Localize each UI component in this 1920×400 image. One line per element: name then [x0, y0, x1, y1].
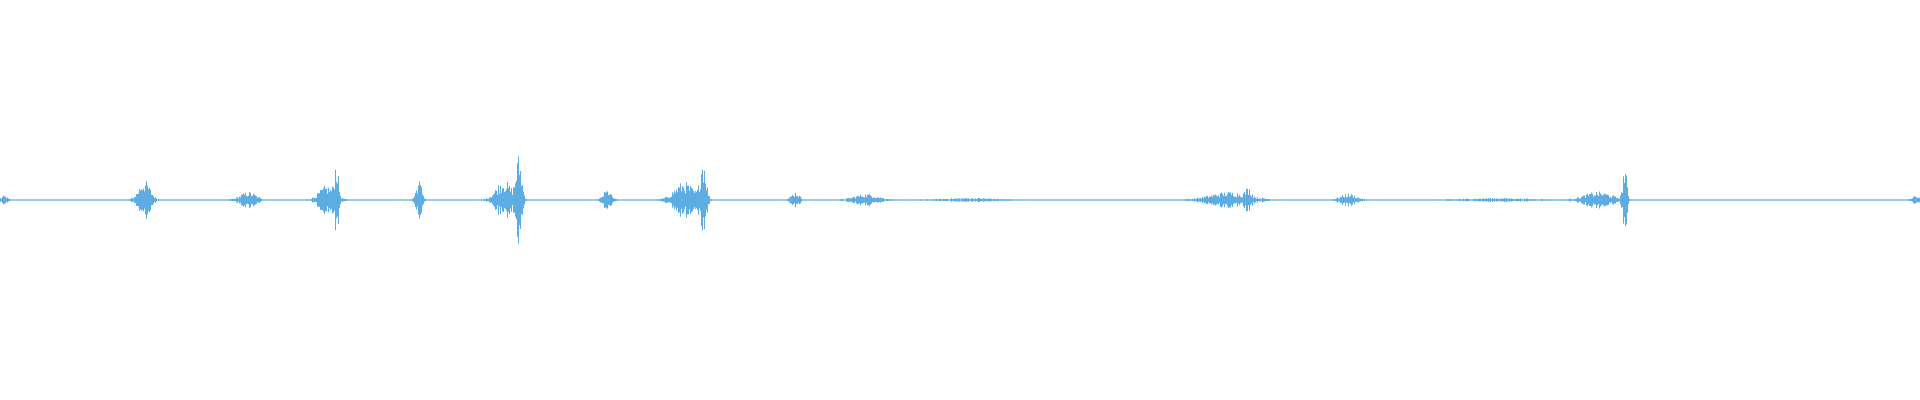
waveform-samples [0, 156, 1920, 244]
waveform-amplitude-path [0, 156, 1920, 244]
